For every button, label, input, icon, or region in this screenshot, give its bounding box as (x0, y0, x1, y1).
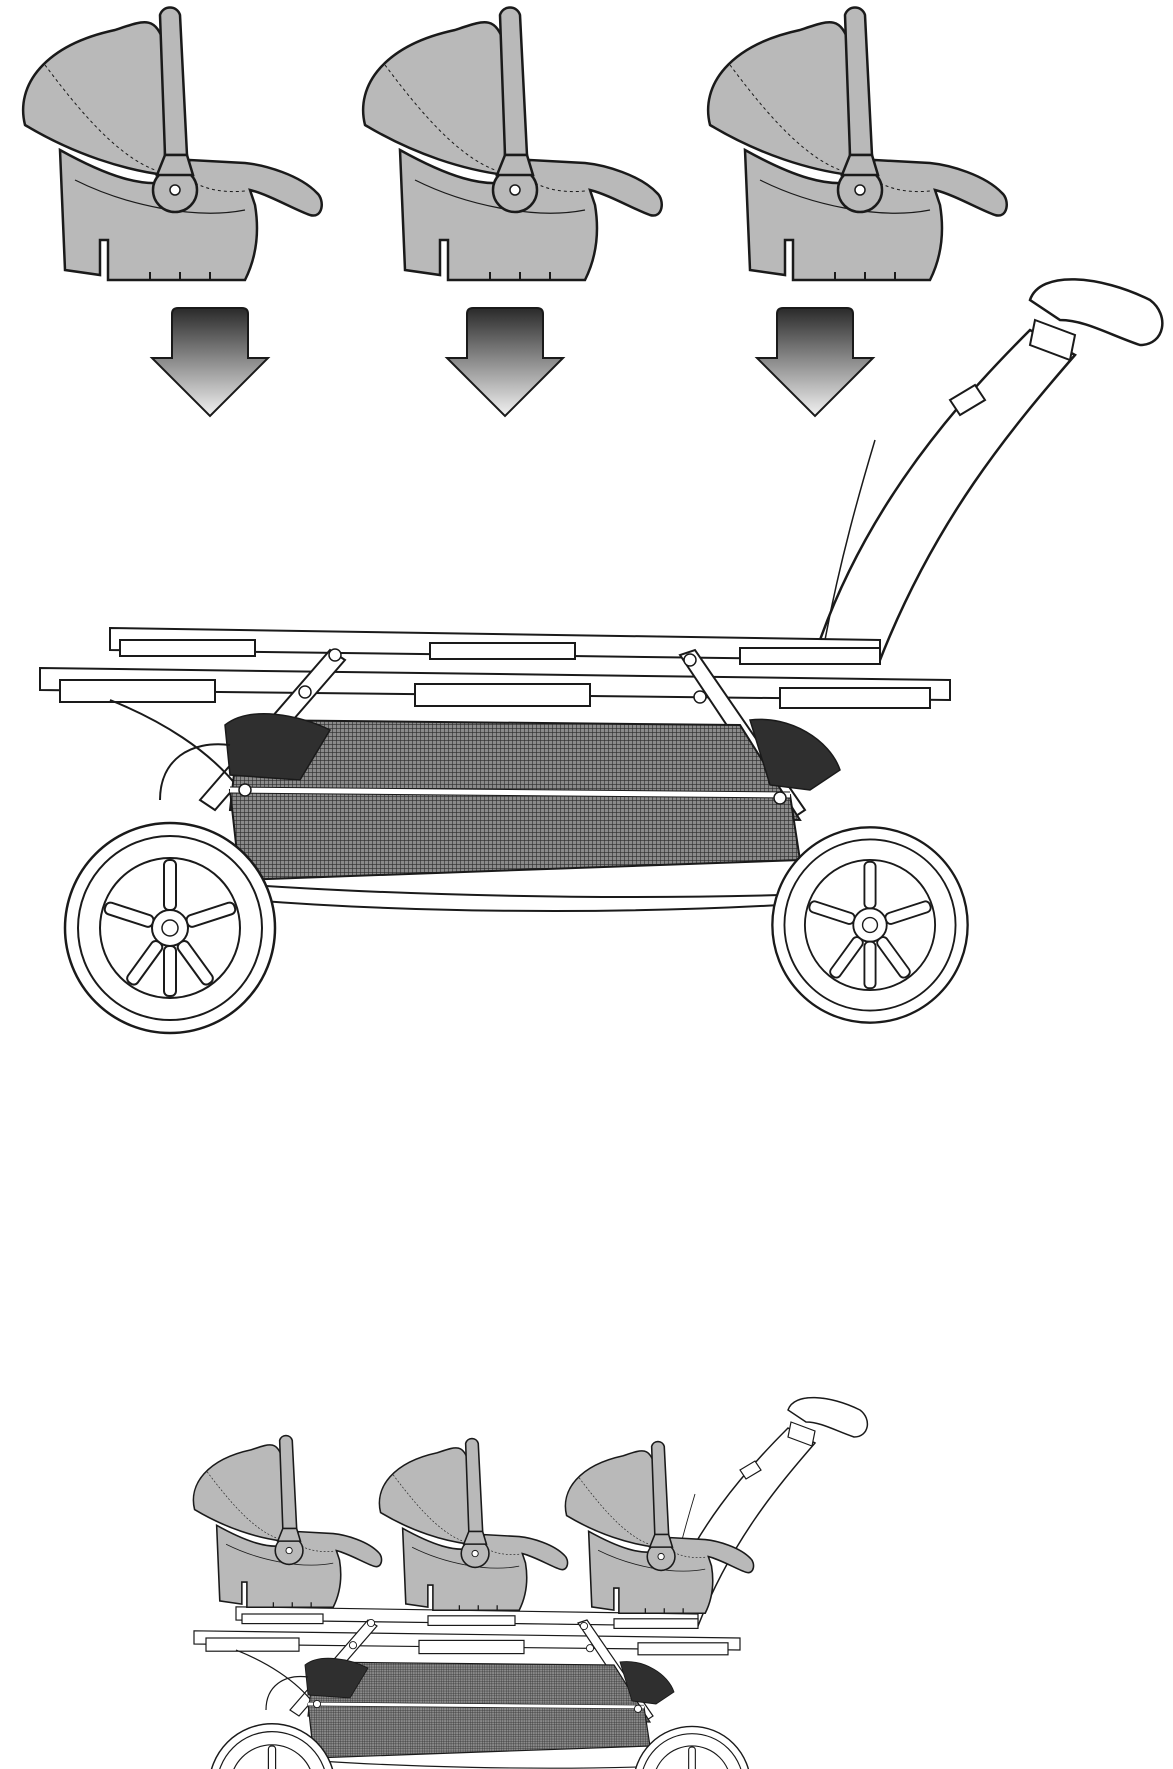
down-arrow-icon (151, 307, 269, 417)
down-arrow-icon (756, 307, 874, 417)
mounted-car-seat-icon (378, 1437, 569, 1612)
down-arrow-icon (446, 307, 564, 417)
car-seat-left-icon (21, 6, 323, 282)
car-seat-right-icon (706, 6, 1008, 282)
car-seat-middle-icon (361, 6, 663, 282)
mounted-car-seat-icon (192, 1434, 383, 1609)
stroller-with-car-seats-icon (193, 1398, 867, 1769)
